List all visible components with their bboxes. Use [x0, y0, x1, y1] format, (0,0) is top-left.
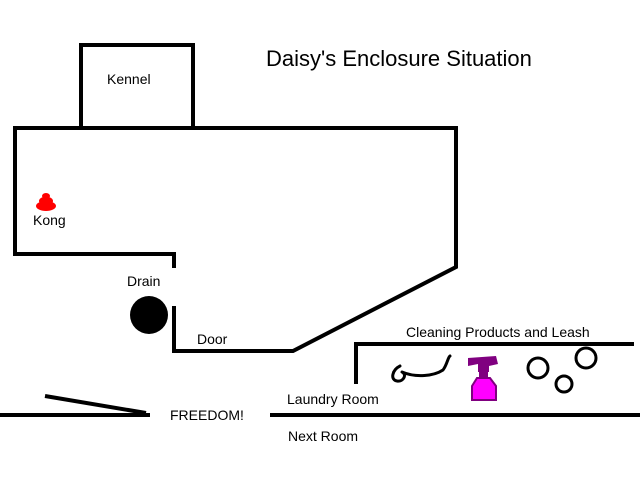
cleaning-item-circle: [526, 356, 550, 380]
spray-bottle-icon: [468, 356, 498, 401]
laundry-room-label: Laundry Room: [287, 391, 379, 407]
cleaning-item-circle: [574, 346, 598, 370]
kong-toy-icon: [36, 193, 56, 211]
cleaning-products-label: Cleaning Products and Leash: [406, 324, 590, 340]
drain-icon: [130, 296, 168, 334]
leash-icon: [391, 354, 452, 383]
kong-label: Kong: [33, 212, 66, 228]
next-room-label: Next Room: [288, 428, 358, 444]
laundry-room-wall: [354, 342, 634, 384]
cleaning-item-circle: [554, 374, 574, 394]
door-label: Door: [197, 331, 228, 347]
kennel-outline: [79, 43, 195, 128]
freedom-label: FREEDOM!: [170, 407, 244, 423]
kennel-label: Kennel: [107, 71, 151, 87]
freedom-gate: [44, 394, 147, 415]
diagram-title: Daisy's Enclosure Situation: [266, 46, 532, 71]
drain-label: Drain: [127, 273, 160, 289]
enclosure-wall: [13, 126, 458, 353]
